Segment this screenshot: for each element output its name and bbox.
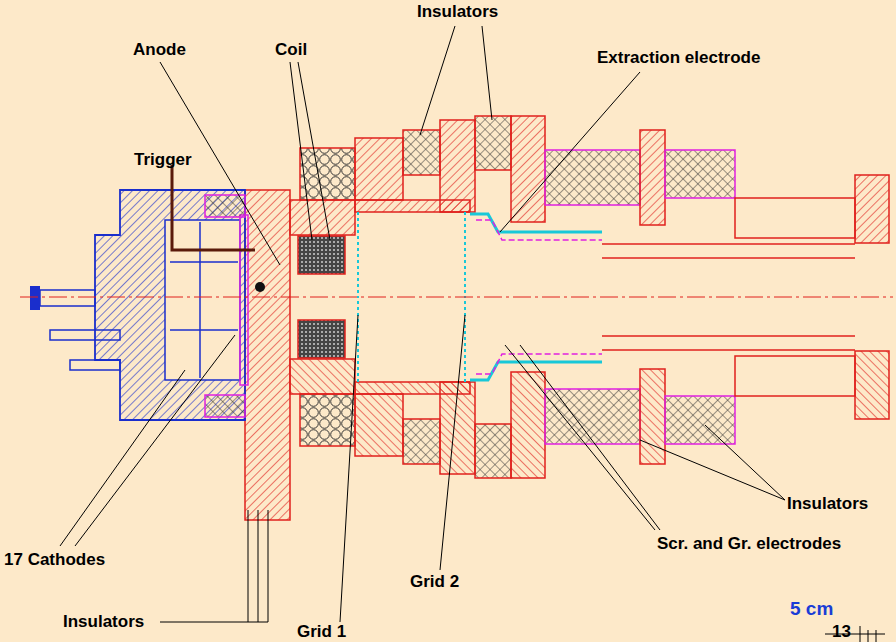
part-label: Insulators [417, 2, 498, 22]
part-label: Insulators [787, 494, 868, 514]
part-label: Grid 1 [297, 622, 346, 642]
part-label: 17 Cathodes [4, 550, 105, 570]
part-label: Insulators [63, 612, 144, 632]
part-label: Coil [275, 40, 307, 60]
part-label: Extraction electrode [597, 48, 760, 68]
part-label: Trigger [134, 150, 192, 170]
scale-label: 5 cm [790, 598, 833, 620]
part-label: Anode [133, 40, 186, 60]
part-label: Scr. and Gr. electrodes [657, 534, 841, 554]
part-label: Grid 2 [410, 572, 459, 592]
scale-number: 13 [832, 622, 851, 642]
